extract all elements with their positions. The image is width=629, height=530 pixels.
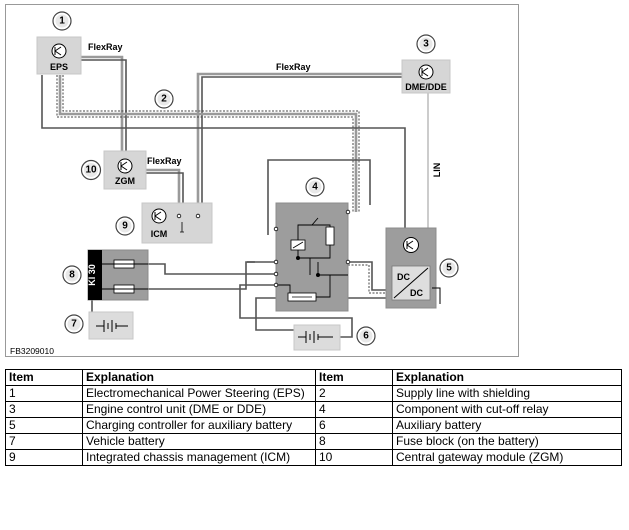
svg-text:8: 8 [69,270,75,281]
flexray-eps-label: FlexRay [88,42,123,52]
fuse-block: Kl 30 [87,249,149,301]
flexray-dme-label: FlexRay [276,62,311,72]
header-explanation-1: Explanation [82,369,316,386]
svg-text:3: 3 [423,39,429,50]
legend-header-row: Item Explanation Item Explanation [5,369,622,386]
item-number: 7 [5,433,83,450]
item-number: 1 [5,385,83,402]
lin-label: LIN [432,163,442,178]
item-explanation: Vehicle battery [82,433,316,450]
item-number: 8 [315,433,393,450]
item-explanation: Engine control unit (DME or DDE) [82,401,316,418]
svg-text:2: 2 [161,94,167,105]
item-explanation: Central gateway module (ZGM) [392,449,622,466]
svg-text:5: 5 [446,263,452,274]
legend-table: Item Explanation Item Explanation 1 Elec… [5,369,622,466]
table-row: 9 Integrated chassis management (ICM) 10… [5,449,622,466]
header-item-2: Item [315,369,393,386]
item-number: 4 [315,401,393,418]
svg-text:9: 9 [122,221,128,232]
icm-label: ICM [151,229,168,239]
callout-4: 4 [305,177,325,197]
item-number: 3 [5,401,83,418]
kl30-label: Kl 30 [87,264,97,286]
callout-5: 5 [439,258,459,278]
item-explanation: Integrated chassis management (ICM) [82,449,316,466]
cut-off-relay-component [273,202,351,312]
header-explanation-2: Explanation [392,369,622,386]
icm-module: ICM [141,202,213,244]
eps-ground-line [41,75,406,228]
figure-id: FB3209010 [10,346,54,356]
table-row: 1 Electromechanical Power Steering (EPS)… [5,385,622,402]
svg-text:1: 1 [59,16,65,27]
header-item-1: Item [5,369,83,386]
dc-top-label: DC [397,272,410,282]
item-number: 5 [5,417,83,434]
item-explanation: Supply line with shielding [392,385,622,402]
item-number: 10 [315,449,393,466]
item-explanation: Electromechanical Power Steering (EPS) [82,385,316,402]
callout-6: 6 [356,326,376,346]
zgm-module: ZGM [103,150,147,190]
flexray-line-dme-icm [196,72,403,207]
flexray-line-zgm-icm [146,168,181,207]
flexray-line-eps-zgm [80,55,124,152]
svg-text:6: 6 [363,331,369,342]
charging-controller: DC DC [385,227,441,309]
dc-bottom-label: DC [410,288,423,298]
auxiliary-battery [293,324,341,351]
item-explanation: Fuse block (on the battery) [392,433,622,450]
item-explanation: Auxiliary battery [392,417,622,434]
wiring-diagram: EPS DME/DDE ZGM ICM [5,4,519,357]
svg-text:7: 7 [71,319,77,330]
item-number: 2 [315,385,393,402]
table-row: 3 Engine control unit (DME or DDE) 4 Com… [5,401,622,418]
item-explanation: Charging controller for auxiliary batter… [82,417,316,434]
vehicle-battery [88,311,134,340]
callout-10: 10 [80,159,102,181]
zgm-label: ZGM [115,176,135,186]
callout-9: 9 [115,216,135,236]
callout-3: 3 [416,34,436,54]
svg-text:4: 4 [312,182,318,193]
callout-7: 7 [64,314,84,334]
flexray-zgm-label: FlexRay [147,156,182,166]
table-row: 5 Charging controller for auxiliary batt… [5,417,622,434]
eps-label: EPS [50,62,68,72]
callout-2: 2 [154,89,174,109]
callout-8: 8 [62,265,82,285]
dme-dde-label: DME/DDE [405,82,447,92]
svg-text:10: 10 [85,165,97,176]
dme-dde-module: DME/DDE [401,59,451,94]
item-number: 9 [5,449,83,466]
callout-1: 1 [52,11,72,31]
shielded-supply-line [58,75,358,212]
table-row: 7 Vehicle battery 8 Fuse block (on the b… [5,433,622,450]
item-explanation: Component with cut-off relay [392,401,622,418]
item-number: 6 [315,417,393,434]
eps-module: EPS [36,36,82,75]
